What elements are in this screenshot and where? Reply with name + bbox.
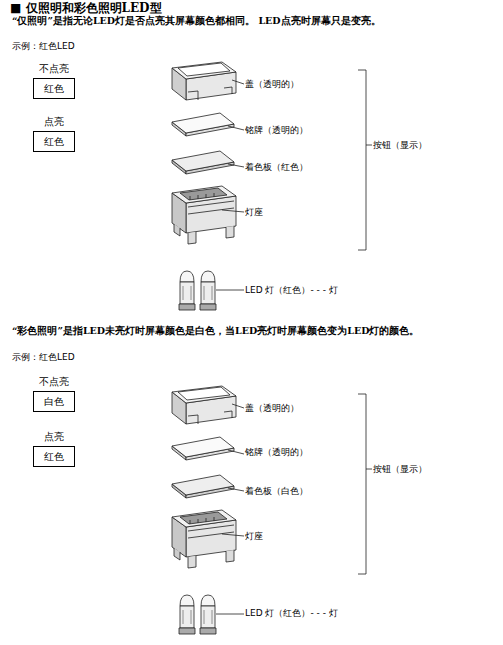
color-state-box: 不点亮白色 — [33, 375, 75, 412]
state-heading: 点亮 — [33, 430, 75, 444]
group-name: 按钮（显示） — [373, 140, 483, 151]
part-name: 灯座 — [245, 207, 355, 218]
part-name: 铭牌（透明的） — [245, 447, 355, 458]
description-text: “仅照明”是指无论LED灯是否点亮其屏幕颜色都相同。 LED点亮时屏幕只是变亮。 — [12, 15, 497, 26]
part-name: 铭牌（透明的） — [245, 125, 355, 136]
part-name: LED 灯（红色）- - - 灯 — [245, 608, 395, 619]
state-heading: 点亮 — [33, 115, 75, 129]
parts-set — [172, 386, 372, 634]
part-name: 灯座 — [245, 531, 355, 542]
color-state-box: 点亮红色 — [33, 430, 75, 467]
example-text: 示例：红色LED — [12, 352, 212, 363]
color-name: 红色 — [33, 446, 75, 467]
part-name: 着色板（红色） — [245, 162, 355, 173]
color-name: 红色 — [33, 131, 75, 152]
part-name: 盖（透明的） — [245, 79, 355, 90]
color-name: 白色 — [33, 391, 75, 412]
state-heading: 不点亮 — [33, 375, 75, 389]
part-name: 着色板（白色） — [245, 486, 355, 497]
description-text: “彩色照明”是指LED未亮灯时屏幕颜色是白色，当LED亮灯时屏幕颜色变为LED灯… — [12, 325, 497, 336]
parts-set — [172, 62, 372, 310]
section-title: ■ 仅照明和彩色照明LED型 — [10, 0, 162, 17]
color-name: 红色 — [33, 78, 75, 99]
part-name: 盖（透明的） — [245, 403, 355, 414]
color-state-box: 点亮红色 — [33, 115, 75, 152]
part-name: LED 灯（红色）- - - 灯 — [245, 285, 395, 296]
group-name: 按钮（显示） — [373, 464, 483, 475]
example-text: 示例：红色LED — [12, 41, 212, 52]
color-state-box: 不点亮红色 — [33, 62, 75, 99]
state-heading: 不点亮 — [33, 62, 75, 76]
